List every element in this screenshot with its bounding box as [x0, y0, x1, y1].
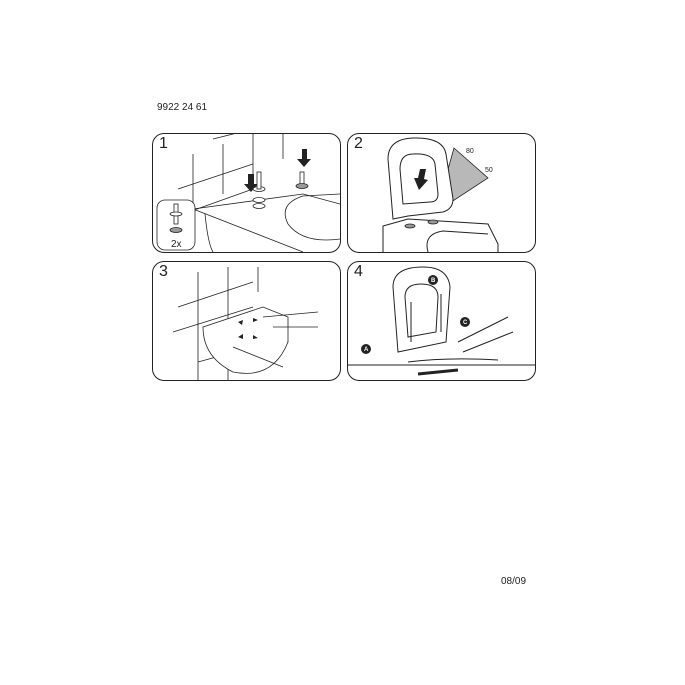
step-2-illustration: 80 50	[382, 137, 499, 252]
step-1-panel: 2x 1	[152, 133, 341, 253]
step-1-illustration: 2x	[156, 134, 340, 252]
callout-a: A	[364, 347, 369, 353]
inset-quantity: 2x	[171, 239, 182, 250]
dimension-80: 80	[466, 148, 474, 155]
step-number: 3	[159, 263, 168, 280]
step-number: 4	[354, 263, 363, 280]
callout-b: B	[431, 278, 436, 284]
step-4-panel: A B C 4	[347, 261, 536, 381]
date-code: 08/09	[501, 576, 527, 587]
callout-c: C	[463, 320, 468, 326]
dimension-50: 50	[485, 167, 493, 174]
step-number: 1	[159, 135, 168, 152]
article-number: 9922 24 61	[157, 102, 208, 113]
step-3-illustration	[172, 267, 319, 380]
step-number: 2	[354, 135, 363, 152]
step-3-panel: 3	[152, 261, 341, 381]
step-2-panel: 80 50 2	[347, 133, 536, 253]
step-4-illustration: A B C	[348, 266, 535, 376]
